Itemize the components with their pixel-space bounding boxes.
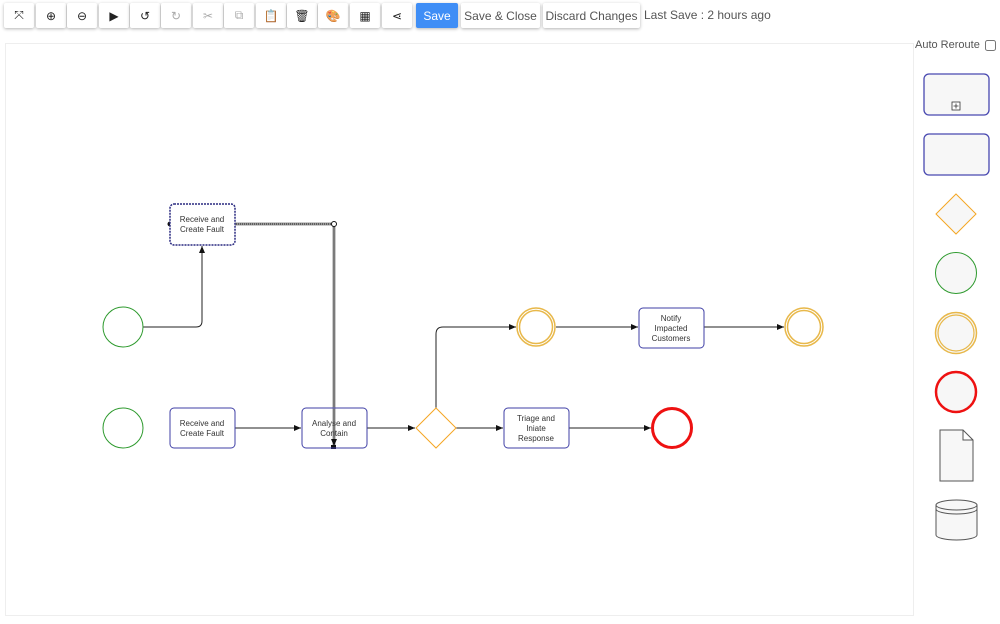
palette-subprocess[interactable] (923, 73, 990, 116)
save-close-button[interactable]: Save & Close (461, 3, 540, 28)
grid-icon: ▦ (359, 8, 371, 23)
undo-button[interactable]: ↺ (130, 3, 160, 28)
palette-data-object[interactable] (939, 429, 974, 482)
copy-button[interactable]: ⧉ (224, 3, 254, 28)
palette-task[interactable] (923, 133, 990, 176)
undo-icon: ↺ (139, 8, 151, 23)
auto-reroute: Auto Reroute (915, 39, 996, 51)
palette-icon: 🎨 (325, 8, 341, 23)
palette (923, 73, 990, 541)
zoom-out-icon: ⊖ (76, 8, 88, 23)
palette-gateway[interactable] (935, 193, 977, 235)
redo-icon: ↻ (170, 8, 182, 23)
paste-button[interactable]: 📋 (256, 3, 286, 28)
fit-to-screen-icon: ⤧ (14, 8, 24, 22)
delete-icon: 🗑 (294, 8, 310, 23)
delete-button[interactable]: 🗑 (287, 3, 317, 28)
copy-icon: ⧉ (234, 8, 244, 22)
expand-plus-icon (951, 101, 961, 111)
cut-icon: ✂ (202, 8, 214, 23)
save-button[interactable]: Save (416, 3, 458, 28)
diagram-canvas[interactable] (5, 43, 914, 616)
run-icon: ▶ (109, 8, 119, 23)
auto-reroute-label: Auto Reroute (915, 39, 980, 51)
zoom-in-icon: ⊕ (45, 8, 57, 23)
palette-start-event[interactable] (935, 252, 977, 294)
paste-icon: 📋 (263, 8, 279, 23)
fit-to-screen-button[interactable]: ⤧ (4, 3, 34, 28)
zoom-in-button[interactable]: ⊕ (36, 3, 66, 28)
last-save-status: Last Save : 2 hours ago (644, 8, 771, 22)
cut-button[interactable]: ✂ (193, 3, 223, 28)
run-button[interactable]: ▶ (99, 3, 129, 28)
grid-button[interactable]: ▦ (350, 3, 380, 28)
palette-end-event[interactable] (934, 370, 978, 414)
palette-data-store[interactable] (935, 499, 978, 541)
share-icon: ⋖ (391, 8, 403, 23)
redo-button[interactable]: ↻ (161, 3, 191, 28)
share-button[interactable]: ⋖ (382, 3, 412, 28)
palette-intermediate-event[interactable] (934, 311, 978, 355)
discard-changes-button[interactable]: Discard Changes (543, 3, 640, 28)
zoom-out-button[interactable]: ⊖ (67, 3, 97, 28)
palette-button[interactable]: 🎨 (318, 3, 348, 28)
auto-reroute-checkbox[interactable] (984, 39, 996, 51)
